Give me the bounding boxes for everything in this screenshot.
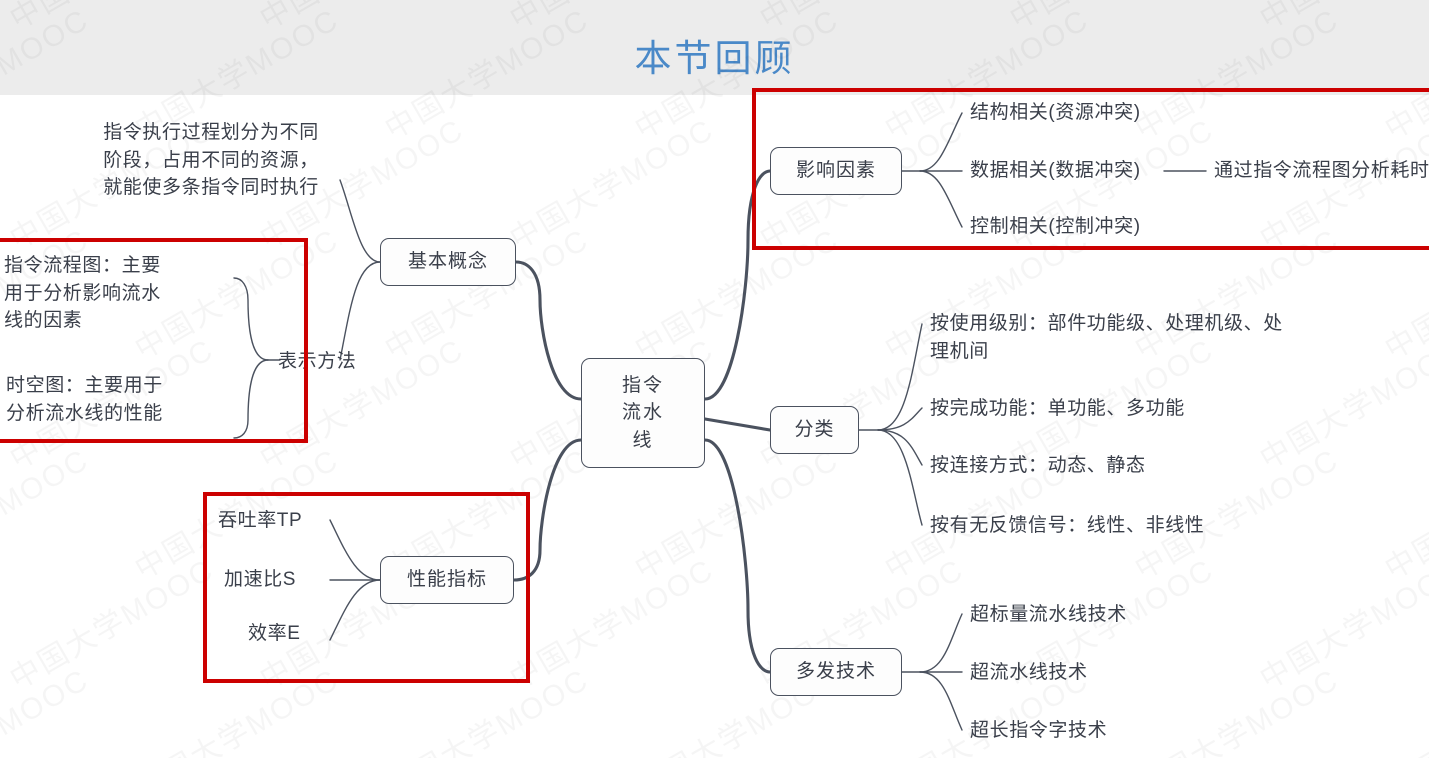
leaf-flowchart-analysis: 通过指令流程图分析耗时: [1214, 160, 1429, 181]
leaf-control-hazard: 控制相关(控制冲突): [970, 216, 1141, 237]
leaf-by-connection: 按连接方式：动态、静态: [930, 455, 1146, 476]
leaf-data-hazard: 数据相关(数据冲突): [970, 160, 1141, 181]
leaf-spacetime-chart: 时空图：主要用于 分析流水线的性能: [6, 375, 163, 424]
leaf-concept-desc: 指令执行过程划分为不同 阶段，占用不同的资源， 就能使多条指令同时执行: [103, 122, 319, 199]
node-classification[interactable]: 分类: [770, 406, 859, 454]
leaf-superpipeline: 超流水线技术: [970, 662, 1088, 683]
leaf-throughput: 吞吐率TP: [218, 510, 303, 531]
leaf-instruction-flow-chart: 指令流程图：主要 用于分析影响流水 线的因素: [4, 255, 161, 332]
leaf-by-usage-level: 按使用级别：部件功能级、处理机级、处 理机间: [930, 313, 1283, 362]
node-multi-issue[interactable]: 多发技术: [770, 648, 902, 696]
leaf-superscalar: 超标量流水线技术: [970, 604, 1127, 625]
node-influencing-factors[interactable]: 影响因素: [770, 147, 902, 195]
node-performance-metrics[interactable]: 性能指标: [380, 556, 514, 604]
leaf-efficiency: 效率E: [248, 623, 301, 644]
slide-header-band: [0, 0, 1429, 95]
leaf-speedup: 加速比S: [224, 569, 297, 590]
page-title: 本节回顾: [634, 39, 795, 80]
leaf-representation[interactable]: 表示方法: [278, 351, 357, 372]
mindmap-center-node[interactable]: 指令 流水 线: [581, 358, 705, 468]
leaf-by-feedback: 按有无反馈信号：线性、非线性: [930, 515, 1205, 536]
leaf-structural-hazard: 结构相关(资源冲突): [970, 102, 1141, 123]
node-basic-concept[interactable]: 基本概念: [380, 238, 516, 286]
leaf-by-function: 按完成功能：单功能、多功能: [930, 398, 1185, 419]
leaf-vliw: 超长指令字技术: [970, 720, 1108, 741]
